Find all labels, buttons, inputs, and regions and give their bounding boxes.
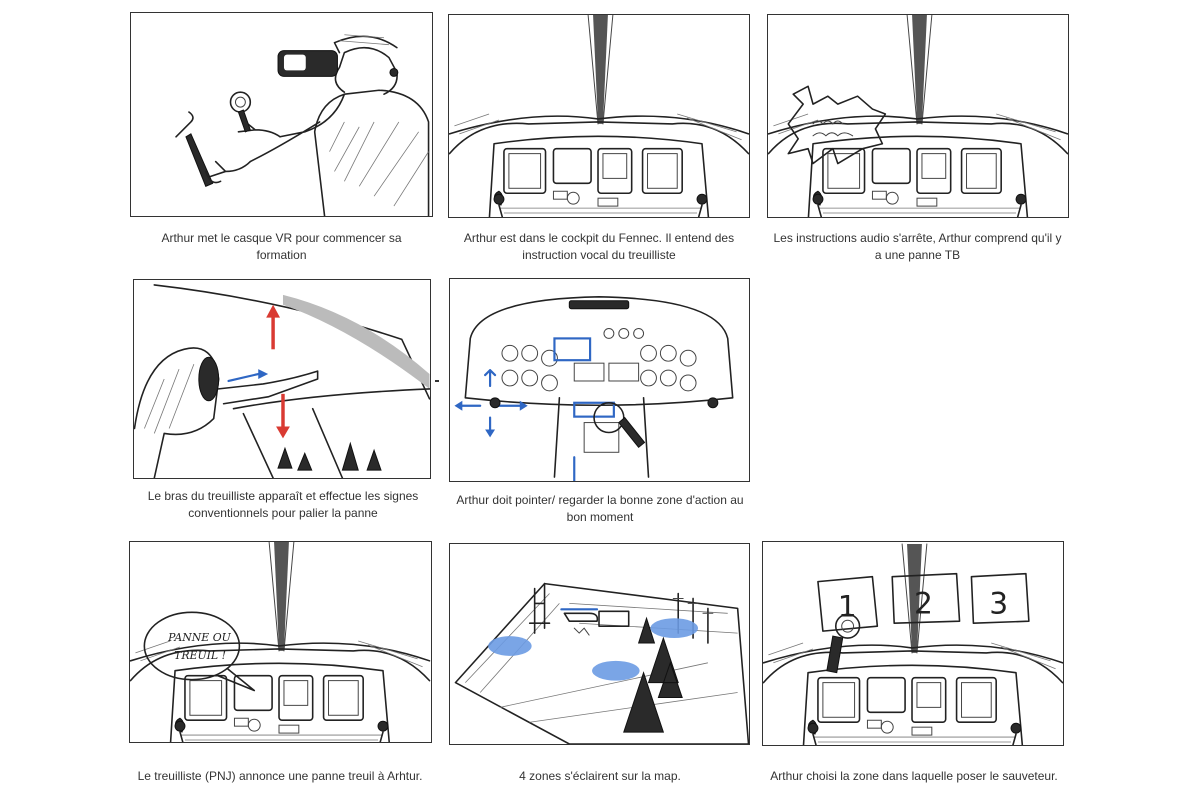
speech-bubble-icon [787,85,887,165]
storyboard-panel-7 [449,543,750,745]
cockpit-speech-sketch: PANNE OU TREUIL ! [130,542,431,742]
panel-3-caption: Les instructions audio s'arrête, Arthur … [773,231,1062,262]
storyboard-panel-1 [130,12,433,217]
zone-3-label[interactable]: 3 [989,586,1008,621]
panel-7-caption: 4 zones s'éclairent sur la map. [519,769,681,783]
cockpit-zone-choice-sketch: 1 2 3 [763,543,1063,745]
cockpit-panel-sketch [454,296,734,481]
storyboard-panel-5 [449,278,750,482]
map-sketch [454,582,749,744]
zone-2-label[interactable]: 2 [914,586,933,621]
zone-1-label[interactable]: 1 [838,589,857,624]
speech-line-2: TREUIL ! [174,649,226,662]
panel-8-caption: Arthur choisi la zone dans laquelle pose… [770,769,1058,783]
cockpit-silent-sketch [768,15,1068,217]
storyboard-panel-8: 1 2 3 [762,541,1064,746]
separator-mark [435,380,439,382]
speech-bubble-icon [143,611,241,681]
panel-5-caption: Arthur doit pointer/ regarder la bonne z… [456,493,744,524]
vr-headset-sketch [175,34,430,216]
map-zone-1 [488,636,532,656]
storyboard-panel-3 [767,14,1069,218]
storyboard-panel-4 [133,279,431,479]
storyboard-panel-2 [448,14,750,218]
map-zone-3 [592,660,640,681]
map-zone-2 [650,618,699,639]
storyboard-panel-6: PANNE OU TREUIL ! [129,541,432,743]
winchman-signal-sketch [134,284,430,478]
cockpit-sketch [449,15,749,217]
panel-4-caption: Le bras du treuilliste apparaît et effec… [147,489,419,520]
panel-1-caption: Arthur met le casque VR pour commencer s… [161,231,402,262]
speech-line-1: PANNE OU [167,631,232,644]
panel-2-caption: Arthur est dans le cockpit du Fennec. Il… [463,231,735,262]
panel-6-caption: Le treuilliste (PNJ) annonce une panne t… [137,769,423,783]
